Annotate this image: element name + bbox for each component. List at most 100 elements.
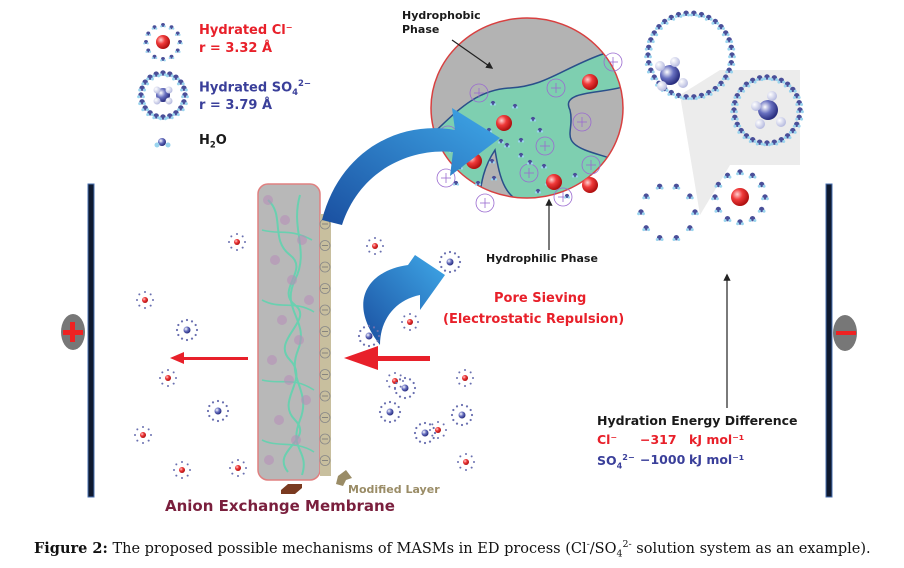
fixed-charge-site bbox=[297, 235, 307, 245]
water-subscript: 2 bbox=[209, 139, 216, 150]
negative-charge-site bbox=[319, 261, 331, 273]
legend-water-icon bbox=[154, 138, 171, 148]
figure-label: Figure 2: bbox=[34, 539, 108, 557]
pore-sieving-label: Pore Sieving bbox=[494, 291, 587, 306]
water-molecule bbox=[529, 116, 537, 122]
membrane-pointer-arrow bbox=[281, 484, 302, 494]
caption-so4-sub: 4 bbox=[616, 548, 623, 560]
bulk-hydrated-so4 bbox=[378, 400, 402, 424]
hydrophilic-label: Hydrophilic Phase bbox=[486, 252, 598, 265]
modified-layer-label: Modified Layer bbox=[348, 483, 440, 496]
negative-charge-site bbox=[319, 304, 331, 316]
bulk-hydrated-cl bbox=[366, 237, 384, 255]
legend-cl-title: Hydrated Cl⁻ bbox=[199, 23, 293, 38]
positive-charge-site bbox=[436, 168, 456, 188]
bulk-hydrated-so4 bbox=[393, 376, 417, 400]
bulk-hydrated-so4 bbox=[357, 324, 381, 348]
fixed-charge-site bbox=[287, 275, 297, 285]
electrostatic-repulsion-label: (Electrostatic Repulsion) bbox=[443, 312, 625, 327]
bulk-hydrated-so4 bbox=[413, 421, 437, 445]
anode-terminal bbox=[61, 314, 85, 350]
large-hydrated-so4-at-pore bbox=[644, 10, 736, 101]
bulk-solution-ions bbox=[134, 233, 475, 479]
hydration-shell bbox=[637, 183, 699, 241]
bulk-hydrated-cl bbox=[173, 461, 191, 479]
legend-water: H2O bbox=[199, 133, 227, 150]
water-molecule bbox=[474, 180, 482, 186]
energy-title: Hydration Energy Difference bbox=[597, 413, 798, 428]
fixed-charge-site bbox=[267, 355, 277, 365]
hydrophobic-label-1: Hydrophobic bbox=[402, 9, 481, 22]
water-molecule bbox=[490, 175, 498, 181]
water-molecule bbox=[536, 127, 544, 133]
cathode-plate bbox=[825, 183, 833, 498]
positive-charge-site bbox=[581, 155, 601, 175]
bulk-hydrated-cl bbox=[456, 369, 474, 387]
negative-charge-site bbox=[319, 455, 331, 466]
water-molecule bbox=[526, 159, 534, 165]
transfer-arrow-to-zoom bbox=[322, 108, 500, 225]
caption-text-2: /SO bbox=[589, 540, 617, 557]
membrane-microstructure-zoom bbox=[430, 17, 624, 213]
energy-so4-sup: 2− bbox=[622, 452, 635, 462]
water-h: H bbox=[199, 133, 210, 148]
negative-charge-site bbox=[319, 433, 331, 445]
anion-exchange-membrane bbox=[257, 183, 321, 481]
so4-text: Hydrated SO bbox=[199, 80, 293, 96]
bulk-hydrated-cl bbox=[228, 233, 246, 251]
bulk-hydrated-cl bbox=[429, 421, 447, 439]
energy-so4-sub: 4 bbox=[616, 460, 623, 471]
fixed-charge-site bbox=[301, 395, 311, 405]
hydration-shell bbox=[137, 70, 189, 121]
water-molecule bbox=[497, 138, 505, 144]
ion-flux-arrow-left-side bbox=[170, 352, 248, 364]
energy-cl-value: −317 bbox=[640, 432, 677, 447]
legend-so4-title: Hydrated SO42− bbox=[199, 78, 311, 98]
fixed-charge-site bbox=[277, 315, 287, 325]
hydration-shell bbox=[143, 23, 183, 62]
legend-hydrated-so4-icon bbox=[137, 70, 189, 121]
water-molecule bbox=[540, 163, 548, 169]
negative-charge-site bbox=[319, 347, 331, 359]
hydrophobic-label-2: Phase bbox=[402, 23, 440, 36]
water-molecule bbox=[563, 193, 571, 199]
fixed-charge-site bbox=[294, 335, 304, 345]
modified-layer-pointer-arrow bbox=[336, 470, 352, 486]
ion-flux-arrow-right-side bbox=[344, 346, 430, 370]
negative-charge-site bbox=[319, 326, 331, 337]
positive-charge-site bbox=[603, 52, 623, 72]
positive-charge-site bbox=[535, 136, 555, 156]
so4-subscript: 4 bbox=[292, 86, 298, 97]
fixed-charge-site bbox=[304, 295, 314, 305]
hydrated-so4-detail bbox=[730, 74, 804, 147]
bulk-hydrated-cl bbox=[136, 291, 154, 309]
negative-charge-site bbox=[319, 412, 331, 423]
positive-charge-site bbox=[475, 193, 495, 213]
energy-cl-unit: kJ mol⁻¹ bbox=[689, 432, 745, 447]
bulk-hydrated-cl bbox=[457, 453, 475, 471]
water-molecule bbox=[488, 158, 496, 164]
modified-layer bbox=[319, 214, 331, 476]
bulk-hydrated-so4 bbox=[438, 250, 462, 274]
membrane-label: Anion Exchange Membrane bbox=[165, 497, 395, 515]
hydration-shell bbox=[644, 10, 736, 101]
bulk-hydrated-so4 bbox=[206, 399, 230, 423]
caption-so4-sup: 2- bbox=[622, 539, 632, 550]
legend-cl-radius: r = 3.32 Å bbox=[199, 41, 273, 56]
bulk-hydrated-so4 bbox=[450, 403, 474, 427]
water-molecule bbox=[489, 100, 497, 106]
fixed-charge-site bbox=[264, 455, 274, 465]
hydration-shell bbox=[711, 169, 769, 226]
fixed-charge-site bbox=[291, 435, 301, 445]
water-molecule bbox=[503, 142, 511, 148]
energy-so4-unit: kJ mol⁻¹ bbox=[689, 452, 745, 467]
bulk-hydrated-cl bbox=[159, 369, 177, 387]
bulk-hydrated-so4 bbox=[175, 318, 199, 342]
negative-charge-site bbox=[319, 369, 331, 380]
hydrated-water-shell-outer bbox=[637, 183, 699, 241]
fixed-charge-site bbox=[280, 215, 290, 225]
bulk-hydrated-cl bbox=[401, 313, 419, 331]
caption-text-3: solution system as an example). bbox=[631, 540, 871, 557]
water-molecule bbox=[511, 103, 519, 109]
